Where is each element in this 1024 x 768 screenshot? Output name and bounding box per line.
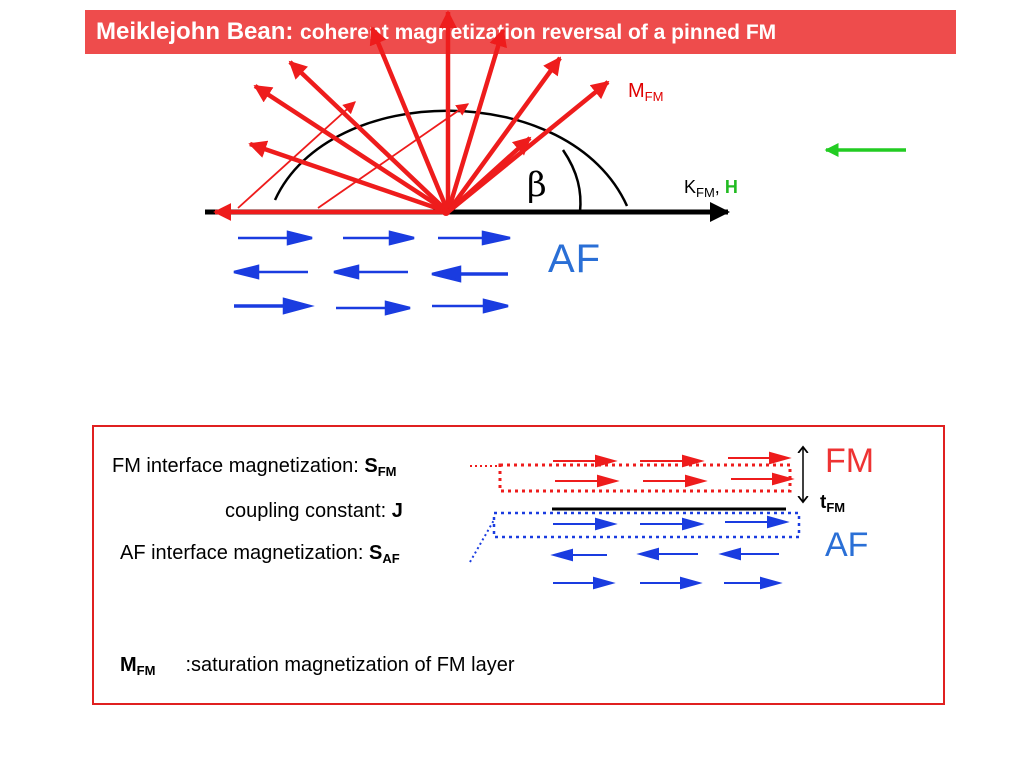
- magnetization-arrow-icon: [253, 84, 450, 214]
- spin-arrow-icon: [718, 547, 741, 561]
- m-fm-definition: MFM:saturation magnetization of FM layer: [120, 654, 515, 678]
- s-af-connector: [469, 519, 495, 563]
- spin-arrow-icon: [286, 230, 313, 246]
- origin-dot: [442, 208, 450, 216]
- j-definition: coupling constant: J: [225, 500, 403, 522]
- title-part-1: Meiklejohn Bean:: [96, 18, 301, 45]
- k-fm-h-label: KFM, H: [684, 177, 738, 200]
- slide-title: Meiklejohn Bean: coherent magnetization …: [96, 18, 776, 46]
- spin-arrow-icon: [282, 297, 315, 315]
- thin-magnetization-arrow: [237, 101, 356, 209]
- magnetization-arrow-icon: [248, 140, 449, 215]
- spin-arrow-icon: [685, 474, 708, 488]
- spin-arrow-icon: [769, 451, 792, 465]
- magnetization-arrow-icon: [446, 136, 532, 214]
- spin-arrow-icon: [593, 576, 616, 590]
- spin-arrow-icon: [597, 474, 620, 488]
- spin-arrow-icon: [636, 547, 659, 561]
- af-interface-box: [492, 511, 801, 539]
- spin-arrow-icon: [481, 230, 511, 246]
- beta-angle-arc: [561, 149, 582, 213]
- beta-symbol: β: [527, 165, 547, 205]
- title-bar: Meiklejohn Bean: coherent magnetization …: [85, 10, 956, 54]
- m-fm-label: MFM: [628, 80, 664, 104]
- spin-arrow-icon: [384, 300, 411, 316]
- spin-arrow-icon: [680, 576, 703, 590]
- s-fm-definition: FM interface magnetization: SFM: [112, 455, 397, 479]
- spin-arrow-icon: [682, 517, 705, 531]
- spin-arrow-icon: [333, 264, 360, 280]
- magnetization-arrow-icon: [445, 28, 507, 213]
- magnetization-fan: [213, 10, 610, 221]
- title-part-2: coherent magnetization reversal of a pin…: [300, 21, 777, 44]
- t-fm-label: tFM: [820, 492, 846, 515]
- spin-arrow-icon: [772, 472, 795, 486]
- af-interface-spin-arrows: [550, 515, 790, 590]
- magnetization-arrow-icon: [288, 60, 450, 214]
- spin-arrow-icon: [595, 517, 618, 531]
- af-layer-tag: AF: [825, 526, 869, 564]
- fm-interface-box: [498, 463, 792, 493]
- fm-layer-tag: FM: [825, 442, 875, 480]
- spin-arrow-icon: [550, 548, 573, 562]
- fm-spin-arrows: [553, 451, 795, 488]
- spin-arrow-icon: [431, 265, 462, 283]
- af-spin-arrows: [233, 230, 511, 316]
- h-field-label: H: [724, 177, 738, 197]
- thin-magnetization-arrow: [317, 103, 470, 209]
- af-layer-label: AF: [548, 237, 602, 281]
- s-af-definition: AF interface magnetization: SAF: [120, 542, 400, 566]
- spin-arrow-icon: [767, 515, 790, 529]
- magnetization-arrow-icon: [446, 56, 562, 214]
- magnetization-arrow-icon: [369, 26, 451, 213]
- spin-arrow-icon: [760, 576, 783, 590]
- spin-arrow-icon: [482, 298, 509, 314]
- rotation-arc: [273, 109, 629, 207]
- spin-arrow-icon: [233, 264, 260, 280]
- parameters-box: [92, 425, 945, 705]
- spin-arrow-icon: [388, 230, 415, 246]
